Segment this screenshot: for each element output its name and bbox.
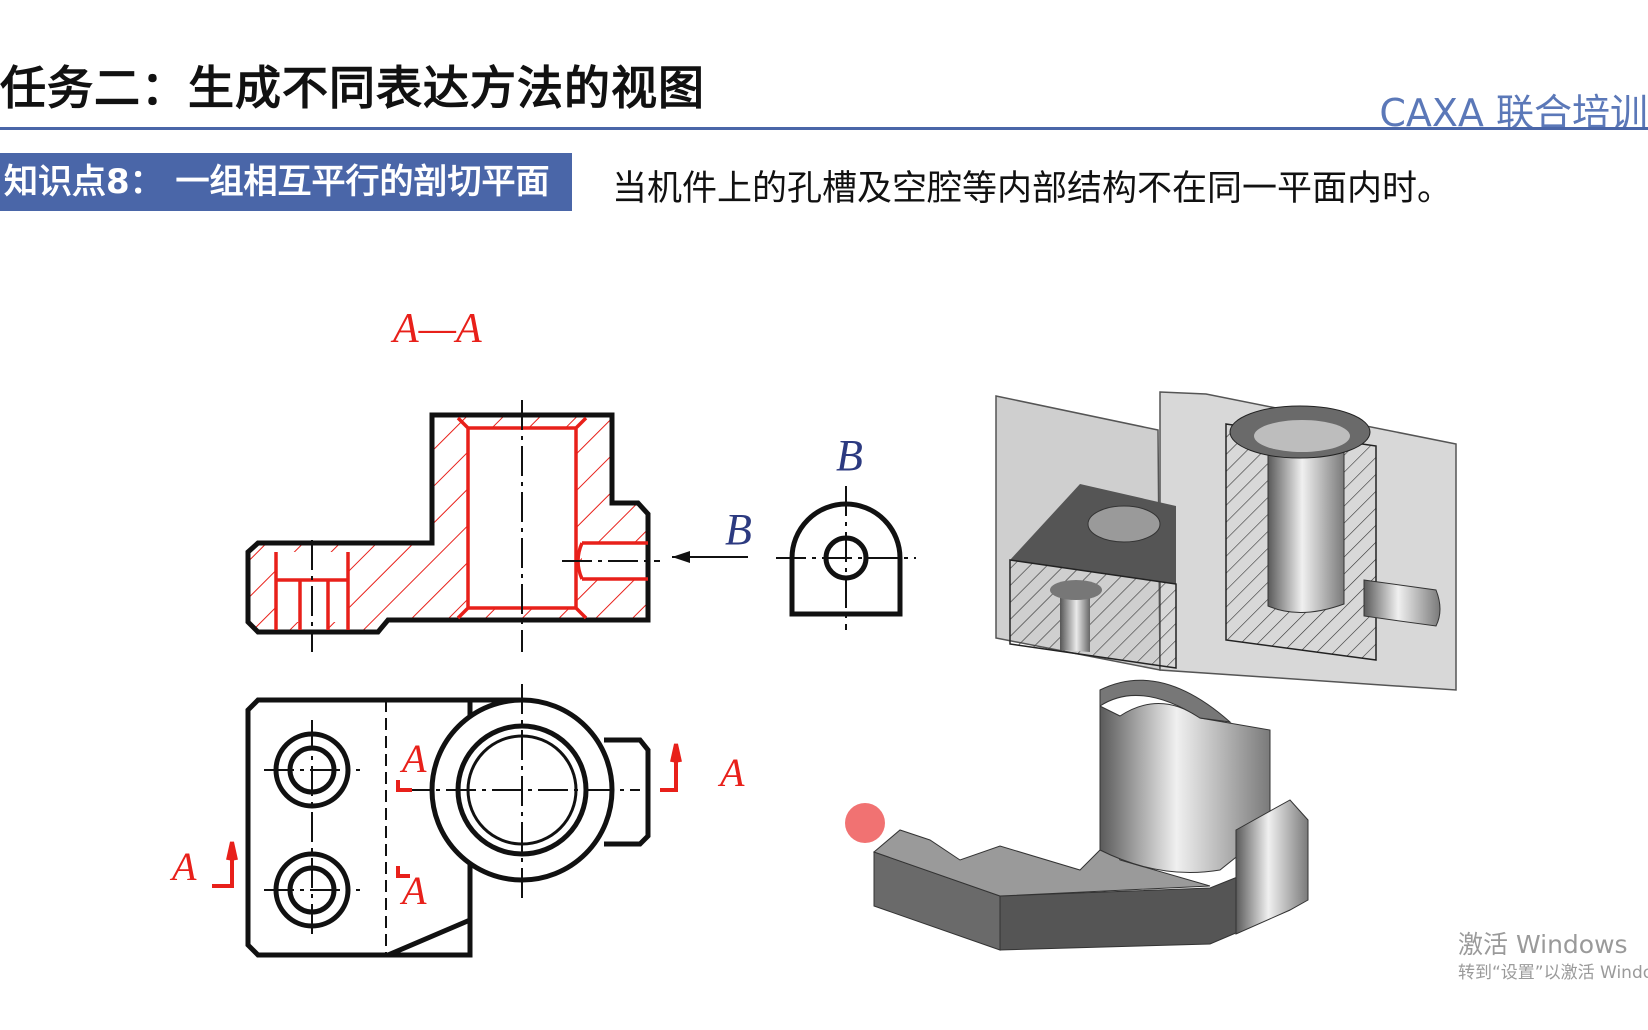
- windows-activation-watermark: 激活 Windows: [1458, 930, 1628, 959]
- page-title: 任务二：生成不同表达方法的视图: [0, 61, 705, 115]
- windows-activation-hint: 转到“设置”以激活 Windows: [1458, 963, 1648, 983]
- section-view-a-a: [245, 400, 660, 652]
- svg-text:A: A: [399, 868, 427, 913]
- top-view: [245, 684, 651, 958]
- svg-text:A: A: [399, 736, 427, 781]
- header-divider: [0, 127, 1648, 130]
- isometric-cutaway-render: [995, 391, 1457, 691]
- svg-text:A: A: [169, 844, 197, 889]
- section-title-label: A—A: [390, 306, 482, 352]
- isometric-render: [873, 679, 1309, 951]
- svg-text:B: B: [725, 505, 752, 554]
- cutting-plane-labels: A A A A: [169, 736, 745, 913]
- view-b: B: [776, 431, 916, 630]
- view-b-arrow: B: [672, 505, 752, 563]
- svg-text:A: A: [717, 750, 745, 795]
- knowledge-point-badge: 知识点8： 一组相互平行的剖切平面: [0, 153, 572, 211]
- cutting-plane-markers: [212, 743, 682, 888]
- knowledge-point-description: 当机件上的孔槽及空腔等内部结构不在同一平面内时。: [612, 169, 1453, 209]
- svg-text:B: B: [836, 431, 863, 480]
- cursor-pointer-dot: [845, 803, 885, 843]
